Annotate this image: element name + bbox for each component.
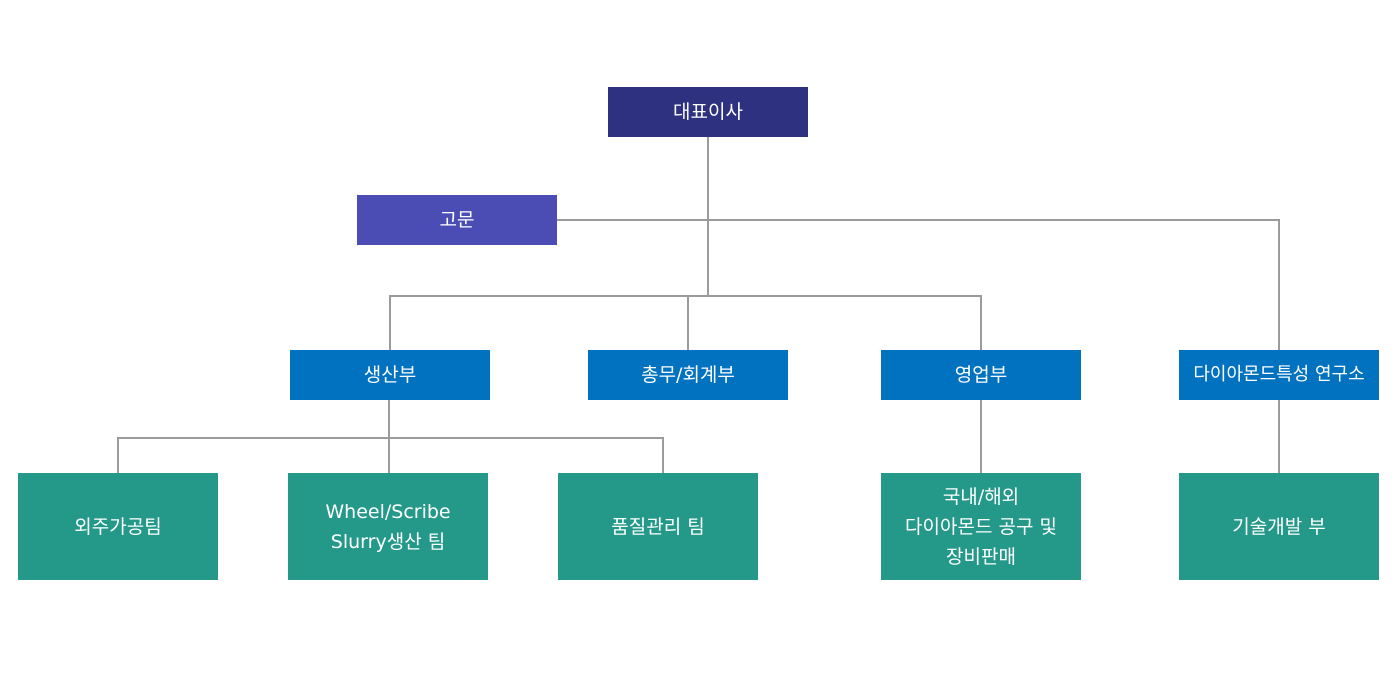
advisor-box: 고문	[357, 195, 557, 245]
tech-dev-team-label: 기술개발 부	[1232, 515, 1326, 538]
ceo-box: 대표이사	[608, 87, 808, 137]
quality-team-label: 품질관리 팀	[611, 515, 705, 538]
sales-dept-label: 영업부	[954, 364, 1008, 386]
outsourcing-team-label: 외주가공팀	[74, 515, 162, 538]
admin-dept-label: 총무/회계부	[641, 364, 735, 386]
production-dept-box: 생산부	[290, 350, 490, 400]
admin-dept-box: 총무/회계부	[588, 350, 788, 400]
ceo-label: 대표이사	[673, 101, 743, 123]
sales-dept-box: 영업부	[881, 350, 1081, 400]
wheel-scribe-team-label: Wheel/Scribe Slurry생산 팀	[325, 500, 451, 553]
outsourcing-team-box: 외주가공팀	[18, 473, 218, 580]
lab-dept-box: 다이아몬드특성 연구소	[1179, 350, 1379, 400]
domestic-overseas-team-label: 국내/해외 다이아몬드 공구 및 장비판매	[905, 485, 1057, 568]
domestic-overseas-team-box: 국내/해외 다이아몬드 공구 및 장비판매	[881, 473, 1081, 580]
lab-dept-label: 다이아몬드특성 연구소	[1193, 364, 1365, 385]
quality-team-box: 품질관리 팀	[558, 473, 758, 580]
advisor-label: 고문	[439, 209, 475, 231]
production-dept-label: 생산부	[363, 364, 417, 386]
tech-dev-team-box: 기술개발 부	[1179, 473, 1379, 580]
wheel-scribe-team-box: Wheel/Scribe Slurry생산 팀	[288, 473, 488, 580]
